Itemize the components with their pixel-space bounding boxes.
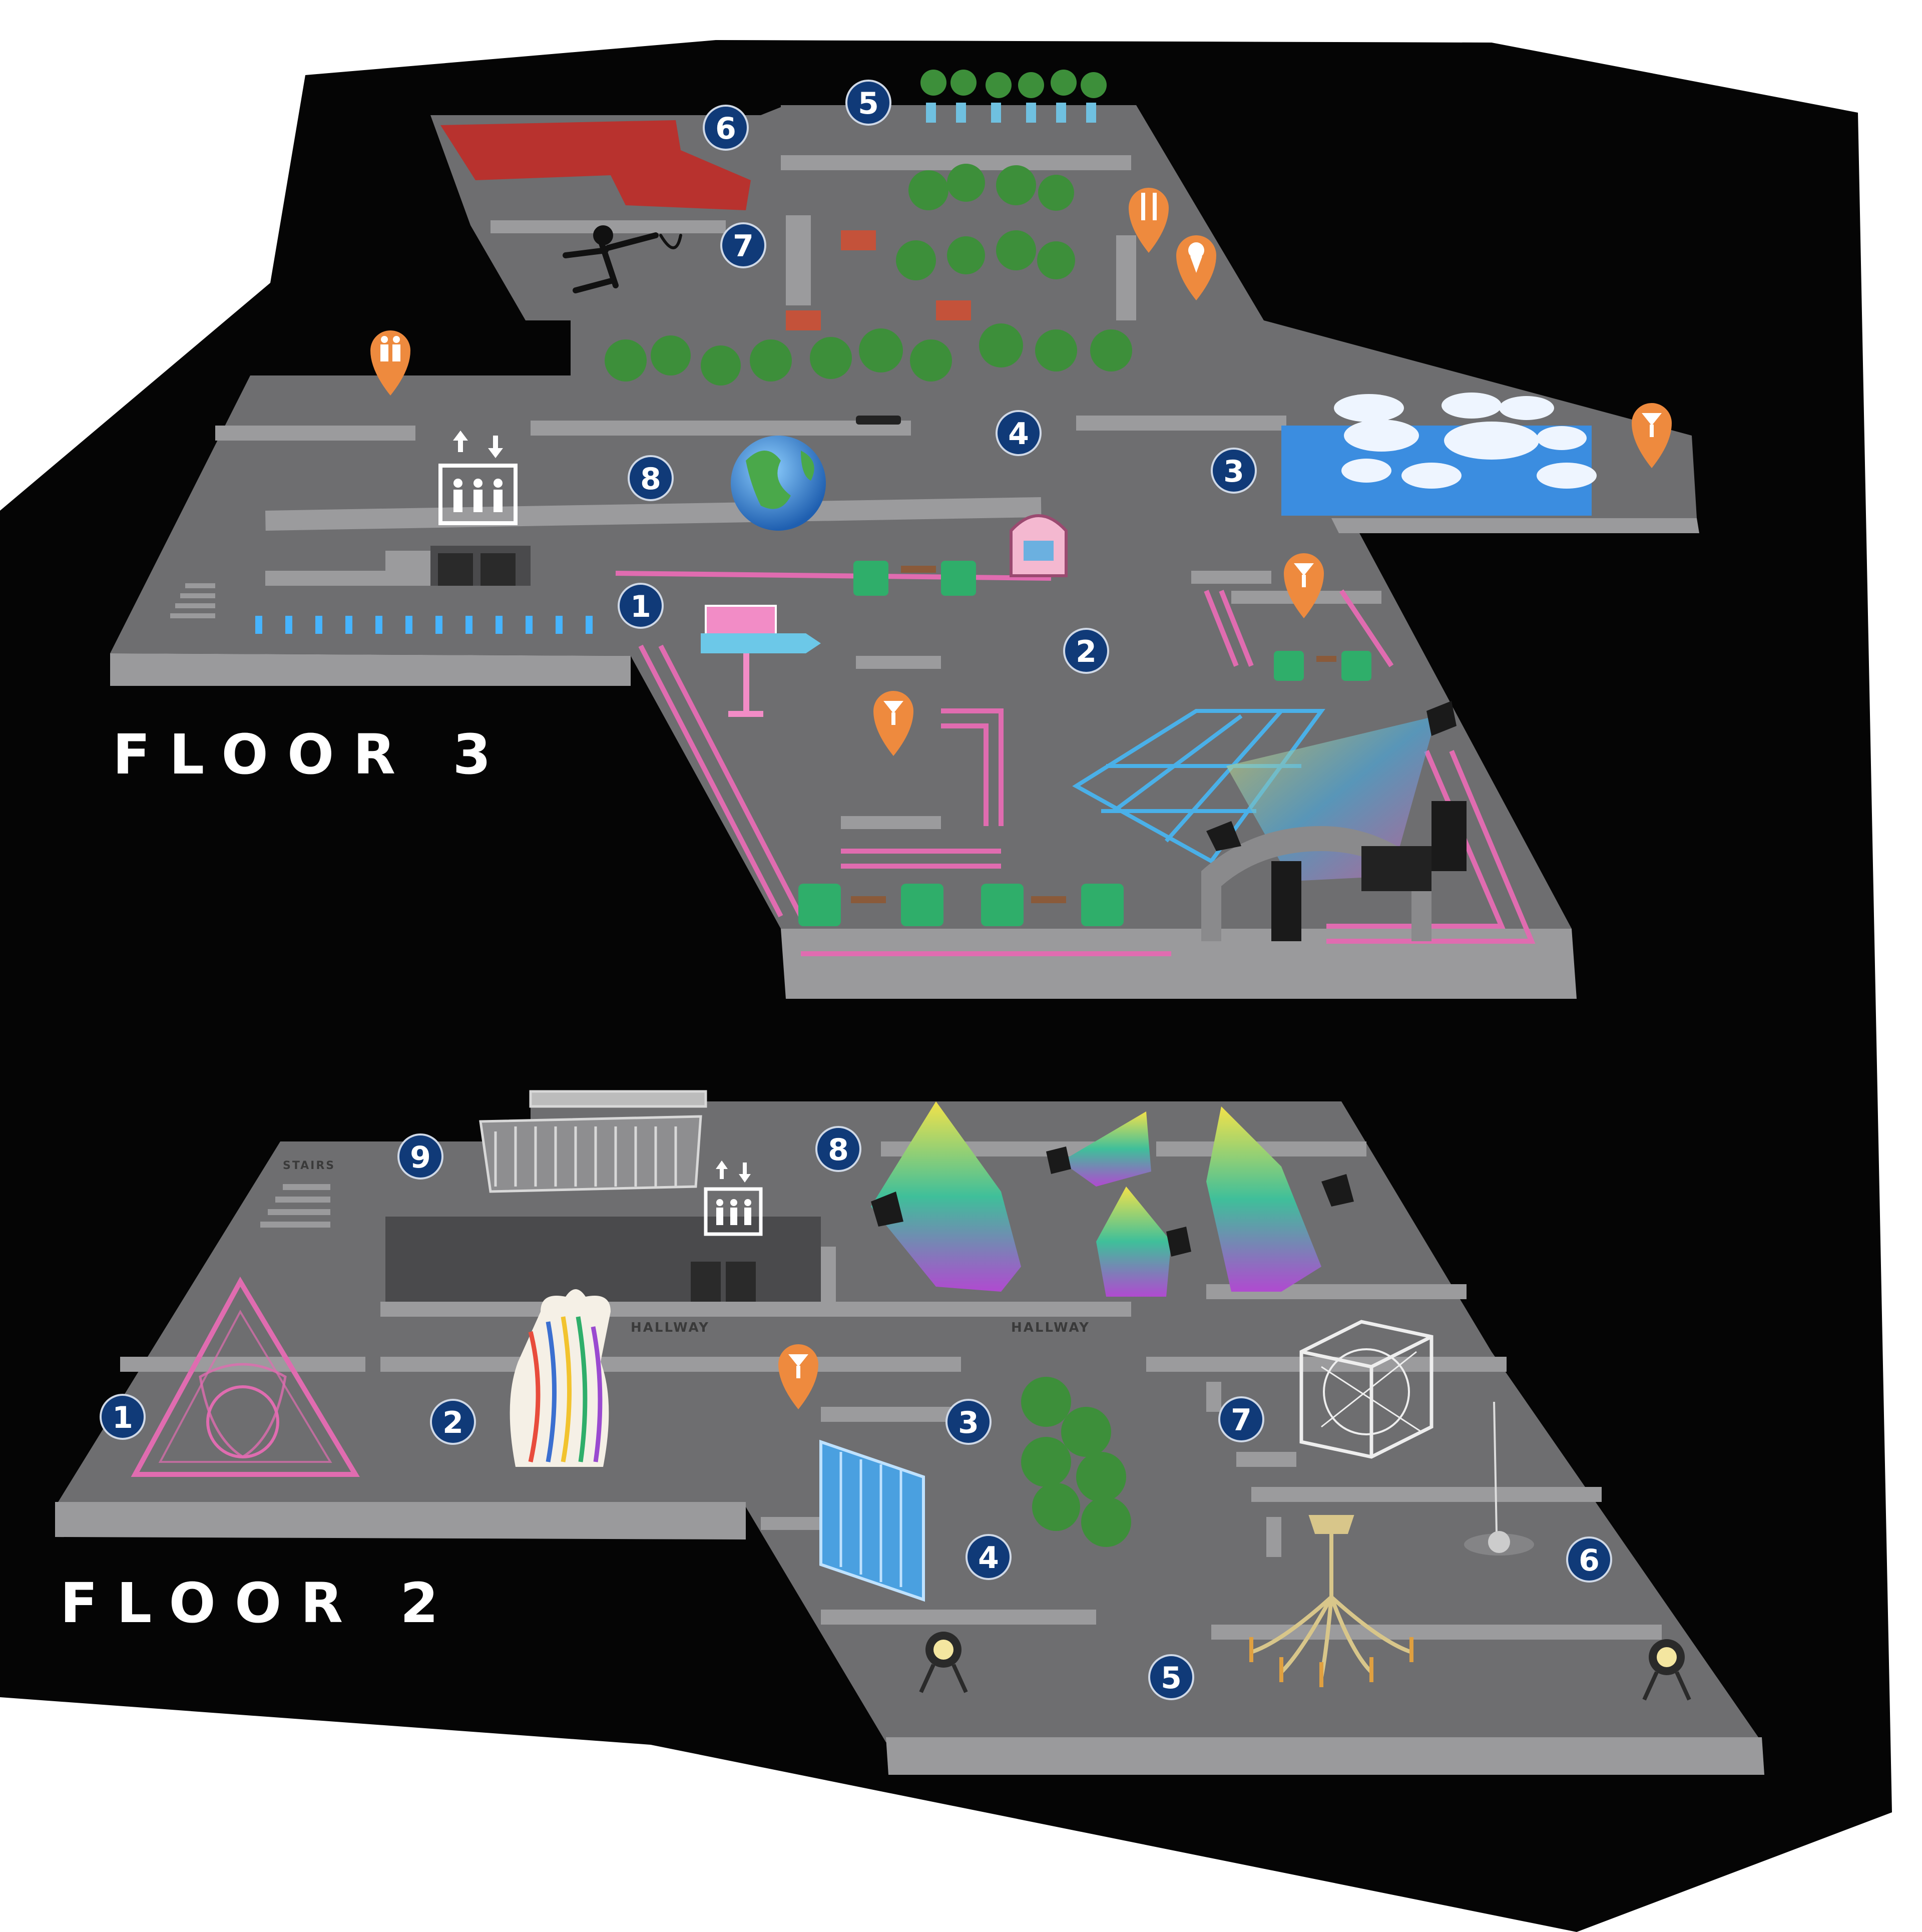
svg-text:7: 7 (1231, 1403, 1252, 1438)
chandelier (1249, 1515, 1413, 1687)
svg-text:4: 4 (1008, 417, 1029, 452)
svg-text:5: 5 (1161, 1661, 1182, 1696)
exhibit-marker-2[interactable]: 2 (1063, 628, 1109, 674)
spotlight (1642, 1639, 1691, 1701)
exhibit-marker-2[interactable]: 2 (430, 1399, 476, 1445)
svg-text:1: 1 (112, 1400, 133, 1435)
floor-2-edge (55, 1502, 746, 1539)
svg-text:2: 2 (1076, 634, 1097, 669)
svg-text:3: 3 (958, 1405, 979, 1440)
exhibit-marker-6[interactable]: 6 (1566, 1536, 1612, 1583)
cocktail-pin-icon (873, 691, 913, 756)
exhibit-marker-7[interactable]: 7 (1218, 1396, 1264, 1442)
svg-text:5: 5 (858, 86, 879, 121)
svg-text:6: 6 (715, 111, 736, 146)
hallway-label-right: HALLWAY (1011, 1320, 1090, 1335)
spotlight (919, 1632, 968, 1693)
stairs-label: STAIRS (283, 1160, 335, 1172)
floor-2-map: STAIRS HALLWAY HALLWAY (55, 1090, 1764, 1775)
ice-cream-pin-icon (1176, 235, 1216, 300)
potted-plants (781, 70, 1131, 150)
lounge-seating (798, 561, 1371, 926)
jukebox (1010, 514, 1068, 577)
drone (856, 416, 901, 425)
crystal-installation (479, 1090, 707, 1193)
exhibit-marker-1[interactable]: 1 (100, 1394, 146, 1440)
floor-3-label: FLOOR 3 (113, 722, 510, 787)
stairs-icon (170, 583, 215, 618)
wire-cube-sculpture (1299, 1320, 1433, 1459)
floor-3-map: 1 2 3 4 5 6 7 8 FLOOR 3 (110, 70, 1699, 999)
exhibit-marker-3[interactable]: 3 (1211, 448, 1257, 494)
diner-sign (701, 605, 821, 717)
blue-panel-sculpture (819, 1439, 925, 1602)
floor-3-water-edge (1331, 518, 1699, 533)
floor-2-walls (120, 1141, 1662, 1640)
exhibit-marker-8[interactable]: 8 (815, 1126, 861, 1172)
svg-text:1: 1 (630, 589, 651, 624)
svg-text:2: 2 (442, 1405, 463, 1440)
exhibit-marker-6[interactable]: 6 (703, 105, 749, 151)
exhibit-marker-4[interactable]: 4 (966, 1534, 1012, 1580)
cocktail-pin-icon (1284, 553, 1324, 618)
dj-stage (1201, 701, 1467, 941)
floor-2-label: FLOOR 2 (60, 1571, 457, 1635)
svg-text:6: 6 (1579, 1543, 1600, 1578)
neon-triangle-sculpture (131, 1276, 360, 1477)
floor-2-edge-front (886, 1737, 1764, 1775)
svg-text:4: 4 (978, 1540, 999, 1576)
cloud-pool (1281, 393, 1597, 516)
pendulum (1464, 1401, 1534, 1556)
exhibit-marker-7[interactable]: 7 (720, 222, 766, 268)
stairs-icon (260, 1184, 330, 1228)
svg-text:8: 8 (828, 1132, 849, 1168)
cocktail-pin-icon (778, 1344, 818, 1409)
floor-3-edge-front (781, 929, 1577, 999)
exhibit-marker-1[interactable]: 1 (618, 583, 664, 629)
elevator-icon (438, 431, 518, 525)
svg-text:3: 3 (1223, 454, 1244, 489)
svg-text:8: 8 (640, 462, 661, 497)
restroom-pin-icon (370, 330, 410, 396)
theater-seats (440, 120, 751, 210)
svg-text:9: 9 (410, 1140, 431, 1175)
exhibit-marker-9[interactable]: 9 (397, 1133, 443, 1180)
restaurant-pin-icon (1129, 188, 1169, 253)
globe (731, 436, 826, 531)
garden-trees (605, 164, 1132, 385)
cocktail-pin-icon (1632, 403, 1672, 468)
floor-3-edge (110, 653, 631, 686)
dancer-figure (563, 225, 682, 293)
light-beam-installation (871, 1101, 1354, 1297)
exhibit-marker-3[interactable]: 3 (945, 1399, 992, 1445)
garden-trees (1021, 1377, 1131, 1547)
exhibit-marker-5[interactable]: 5 (845, 80, 891, 126)
exhibit-marker-8[interactable]: 8 (628, 455, 674, 501)
light-strip (255, 616, 593, 634)
painted-torso-sculpture (510, 1289, 611, 1467)
hallway-label-left: HALLWAY (631, 1320, 710, 1335)
svg-text:7: 7 (733, 229, 754, 264)
planter-boxes (786, 230, 971, 330)
exhibit-marker-5[interactable]: 5 (1148, 1654, 1194, 1700)
elevator-icon (704, 1161, 763, 1236)
exhibit-marker-4[interactable]: 4 (996, 410, 1042, 456)
